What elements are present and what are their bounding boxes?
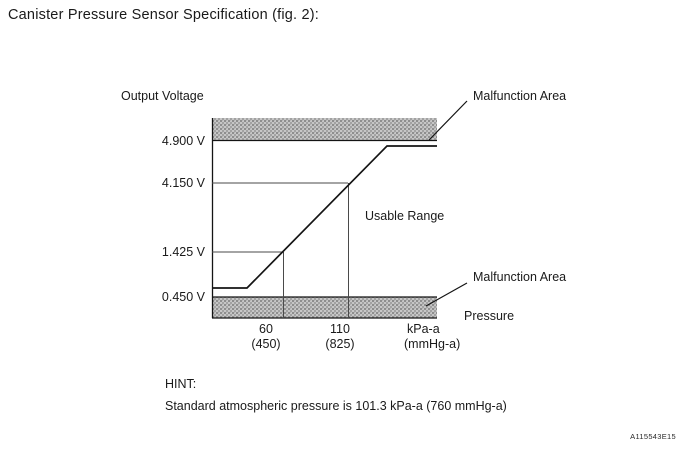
x-axis-units: kPa-a (mmHg-a): [404, 322, 460, 352]
y-tick-4150mv: 4.150 V: [161, 176, 205, 190]
hint-heading: HINT:: [165, 377, 197, 391]
figure-id: A115543E15: [630, 432, 676, 441]
usable-range-label: Usable Range: [365, 209, 445, 223]
malfunction-band-bottom: [212, 297, 437, 318]
x-tick-60kpa: 60 (450): [226, 322, 306, 352]
x-tick-110kpa-value: 110: [330, 322, 350, 336]
x-axis-units-kpa: kPa-a: [407, 322, 440, 336]
x-axis-units-mmhg: (mmHg-a): [404, 337, 461, 351]
leader-line-top-malfunction: [428, 100, 468, 141]
malfunction-area-label-top: Malfunction Area: [473, 89, 567, 103]
leader-line-bottom-malfunction: [425, 282, 468, 307]
page-title: Canister Pressure Sensor Specification (…: [8, 7, 320, 23]
y-tick-1425mv: 1.425 V: [161, 245, 205, 259]
y-tick-4900mv: 4.900 V: [161, 134, 205, 148]
x-tick-60kpa-value: 60: [259, 322, 273, 336]
y-axis-title: Output Voltage: [121, 89, 204, 103]
sensor-output-curve: [212, 145, 437, 289]
x-tick-110kpa: 110 (825): [300, 322, 380, 352]
x-tick-60kpa-mmhg: (450): [251, 337, 281, 351]
y-tick-450mv: 0.450 V: [161, 290, 205, 304]
x-tick-110kpa-mmhg: (825): [325, 337, 355, 351]
hint-text: Standard atmospheric pressure is 101.3 k…: [165, 399, 507, 413]
malfunction-band-top: [212, 118, 437, 140]
x-axis-title: Pressure: [464, 309, 515, 323]
malfunction-area-label-bottom: Malfunction Area: [473, 270, 567, 284]
